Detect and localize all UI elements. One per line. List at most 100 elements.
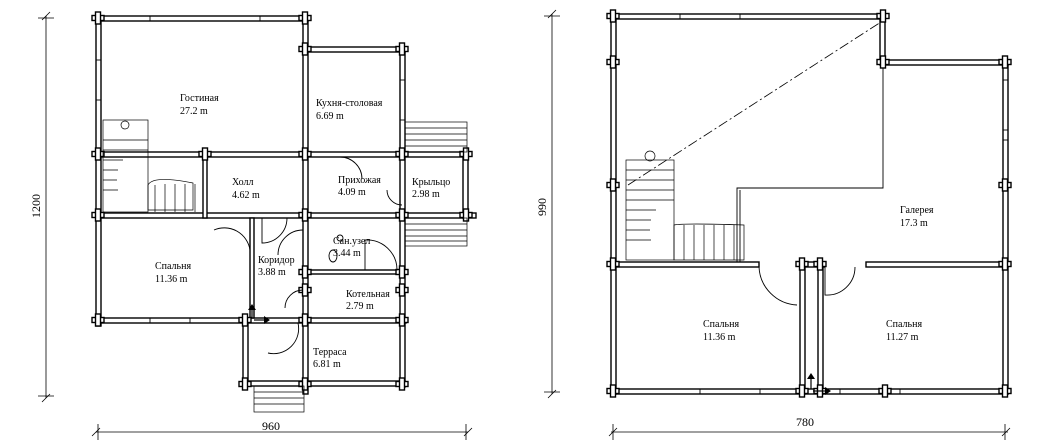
wall xyxy=(817,261,824,395)
wall xyxy=(610,13,886,20)
porch-steps xyxy=(253,121,468,413)
log-corner-joint xyxy=(876,55,890,69)
wall xyxy=(302,269,404,275)
log-corner-joint xyxy=(91,147,105,161)
window xyxy=(149,317,191,324)
room-name: Коридор xyxy=(258,255,295,266)
bathroom-fixtures xyxy=(328,234,398,271)
log-corner-joint xyxy=(298,377,312,391)
log-corner-joint xyxy=(395,265,409,279)
room-name: Спальня xyxy=(886,319,922,330)
room-name: Крыльцо xyxy=(412,177,450,188)
log-corner-joint xyxy=(395,313,409,327)
room-name: Прихожая xyxy=(338,175,381,186)
log-corner-joint xyxy=(606,257,620,271)
wall xyxy=(95,15,102,327)
dimension-height: 990 xyxy=(535,198,549,216)
window xyxy=(399,79,406,121)
log-corner-joint xyxy=(395,208,409,222)
room-name: Спальня xyxy=(155,261,191,272)
log-corner-joint xyxy=(998,384,1012,398)
dimension-width: 780 xyxy=(796,415,814,429)
wall xyxy=(610,13,617,395)
room-area: 3.44 m xyxy=(333,248,361,259)
log-corner-joint xyxy=(998,55,1012,69)
room-area: 17.3 m xyxy=(900,218,928,229)
door-swings xyxy=(758,266,856,306)
staircase xyxy=(102,119,196,213)
dimension-lines xyxy=(38,11,473,440)
room-name: Спальня xyxy=(703,319,739,330)
entrance-arrow xyxy=(248,304,270,324)
log-corner-joint xyxy=(795,384,809,398)
room-area: 2.98 m xyxy=(412,189,440,200)
room-area: 11.36 m xyxy=(703,332,736,343)
room-area: 3.88 m xyxy=(258,267,286,278)
room-name: Галерея xyxy=(900,205,934,216)
log-corner-joint xyxy=(238,313,252,327)
log-corner-joint xyxy=(606,384,620,398)
room-area: 11.27 m xyxy=(886,332,919,343)
wall xyxy=(95,151,469,158)
log-corner-joint xyxy=(395,377,409,391)
wall xyxy=(249,217,255,319)
staircase xyxy=(625,150,745,261)
wall xyxy=(302,46,406,53)
wall xyxy=(202,151,208,219)
log-corner-joint xyxy=(91,313,105,327)
wall xyxy=(462,151,469,219)
entrance-arrow xyxy=(807,373,831,395)
window xyxy=(839,388,901,395)
log-corner-joint xyxy=(91,11,105,25)
log-corner-joint xyxy=(298,265,312,279)
wall xyxy=(95,15,309,22)
wall xyxy=(865,261,1009,268)
log-corner-joint xyxy=(606,178,620,192)
wall xyxy=(1002,59,1009,395)
wall xyxy=(610,388,1009,395)
gallery-railing xyxy=(736,64,884,262)
room-name: Сан.узел xyxy=(333,236,370,247)
log-corner-joint xyxy=(795,257,809,271)
room-area: 2.79 m xyxy=(346,301,374,312)
log-corner-joint xyxy=(876,9,890,23)
log-corner-joint xyxy=(459,208,473,222)
log-corner-joint xyxy=(395,42,409,56)
log-corner-joint xyxy=(395,283,409,297)
room-area: 4.62 m xyxy=(232,190,260,201)
log-corner-joint xyxy=(198,147,212,161)
room-name: Гостиная xyxy=(180,93,219,104)
log-corner-joint xyxy=(998,257,1012,271)
window xyxy=(95,59,102,101)
wall xyxy=(302,15,309,395)
dimension-width: 960 xyxy=(262,419,280,433)
dimension-height: 1200 xyxy=(29,194,43,218)
log-corner-joint xyxy=(298,11,312,25)
wall xyxy=(879,59,1009,66)
log-corner-joint xyxy=(606,9,620,23)
window xyxy=(1002,79,1009,131)
log-corner-joint xyxy=(298,147,312,161)
door-swings xyxy=(213,156,403,355)
room-area: 6.81 m xyxy=(313,359,341,370)
room-name: Котельная xyxy=(346,289,390,300)
room-labels: Гостиная 27.2 m Кухня-столовая 6.69 m Хо… xyxy=(155,93,450,370)
log-corner-joint xyxy=(998,178,1012,192)
wall xyxy=(242,317,249,387)
room-name: Терраса xyxy=(313,347,347,358)
room-area: 11.36 m xyxy=(155,274,188,285)
log-corner-joint xyxy=(298,313,312,327)
room-labels: Галерея 17.3 m Спальня 11.36 m Спальня 1… xyxy=(703,205,934,343)
room-area: 6.69 m xyxy=(316,111,344,122)
wall xyxy=(799,261,806,395)
room-area: 27.2 m xyxy=(180,106,208,117)
log-corner-joint xyxy=(238,377,252,391)
room-name: Кухня-столовая xyxy=(316,98,383,109)
log-corner-joint xyxy=(606,55,620,69)
wall xyxy=(95,212,477,219)
window xyxy=(149,15,261,22)
log-corner-joint xyxy=(878,384,892,398)
room-name: Холл xyxy=(232,177,253,188)
wall xyxy=(242,380,406,387)
